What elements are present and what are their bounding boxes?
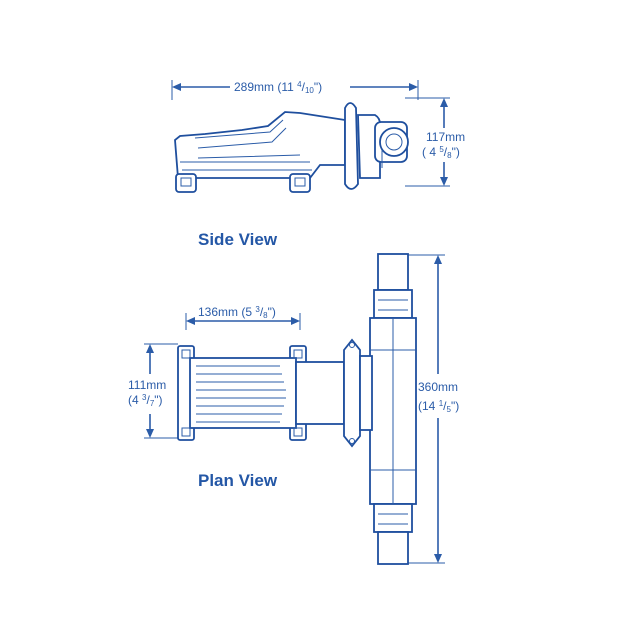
plan-pump-body (177, 338, 373, 448)
plan-pipe-inch: (14 1/5") (418, 399, 459, 414)
side-height-inch: ( 4 5/8") (422, 145, 460, 160)
side-height-mm: 117mm (426, 130, 465, 144)
plan-pipe-dimension: 360mm (14 1/5") (408, 254, 459, 564)
plan-vertical-pipe (369, 253, 417, 565)
side-length-label: 289mm (11 4/10") (234, 80, 322, 95)
plan-depth-inch: (4 3/7") (128, 393, 163, 408)
side-length-dimension: 289mm (11 4/10") (171, 80, 419, 100)
plan-view: 136mm (5 3/8") 111mm (4 3/7") 360mm (14 … (128, 253, 459, 565)
plan-width-label: 136mm (5 3/8") (198, 305, 276, 320)
plan-pipe-mm: 360mm (418, 380, 458, 394)
side-view-title: Side View (198, 230, 278, 249)
plan-depth-mm: 111mm (128, 378, 166, 392)
side-view: 289mm (11 4/10") 117mm ( 4 5/8") (171, 80, 465, 249)
plan-view-title: Plan View (198, 471, 278, 490)
plan-width-dimension: 136mm (5 3/8") (185, 305, 301, 330)
side-pump-body (174, 102, 409, 193)
plan-depth-dimension: 111mm (4 3/7") (128, 343, 178, 439)
side-height-dimension: 117mm ( 4 5/8") (405, 97, 465, 187)
